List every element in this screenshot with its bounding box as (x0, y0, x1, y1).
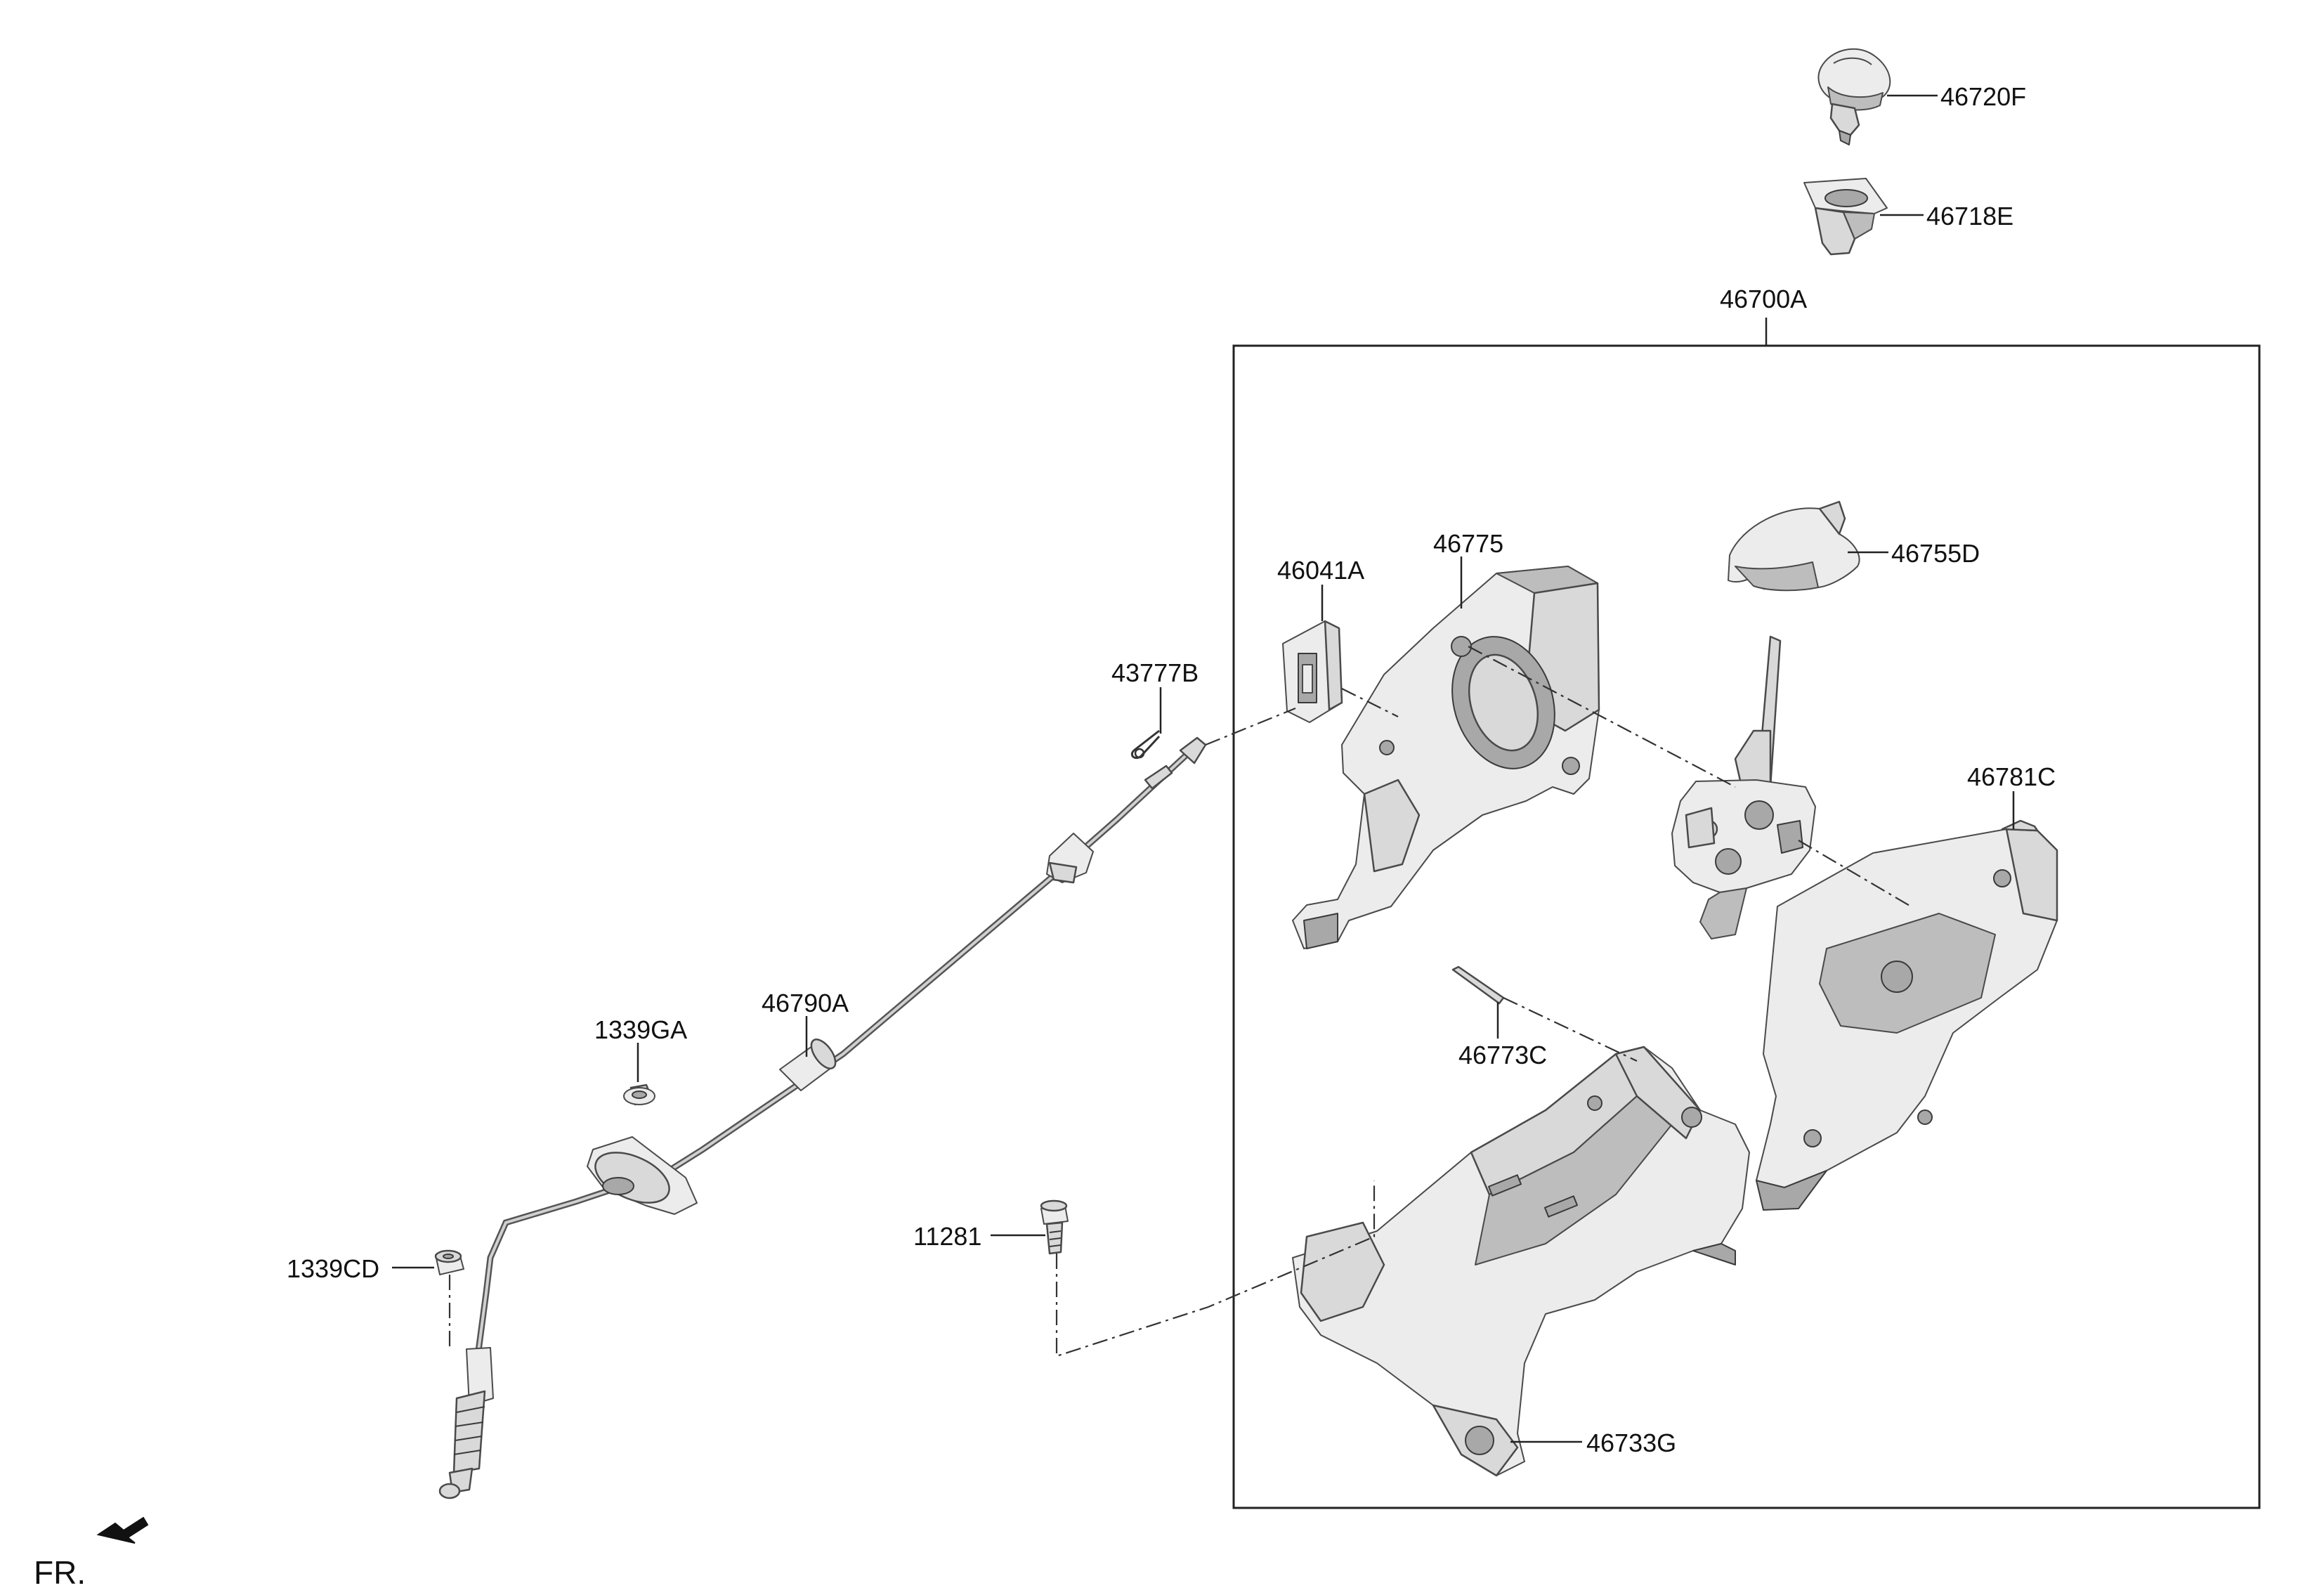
nut-1339cd-label[interactable]: 1339CD (287, 1254, 379, 1283)
clip-46041a-label[interactable]: 46041A (1277, 556, 1364, 585)
housing-46781c-part[interactable] (1756, 819, 2058, 1211)
pin-43777b-label[interactable]: 43777B (1111, 658, 1199, 687)
pin-43777b-part[interactable] (1130, 729, 1161, 760)
cable-46790a-label[interactable]: 46790A (762, 989, 849, 1017)
shift-cover-label[interactable]: 46755D (1891, 539, 1980, 568)
bolt-11281-label[interactable]: 11281 (913, 1222, 981, 1251)
shift-lever-mechanism[interactable] (1671, 635, 1816, 939)
grommet-1339ga-part[interactable] (623, 1083, 655, 1106)
knob-part[interactable] (1817, 48, 1891, 145)
front-arrow-icon (96, 1516, 149, 1544)
boot-cover-part[interactable] (1803, 178, 1888, 256)
cable-46790a-part[interactable] (438, 736, 1207, 1499)
bolt-11281-part[interactable] (1040, 1199, 1069, 1255)
nut-1339cd-part[interactable] (434, 1249, 464, 1275)
bracket-46775-part[interactable] (1292, 566, 1600, 949)
clip-46041a-part[interactable] (1282, 620, 1343, 723)
boot-cover-label[interactable]: 46718E (1926, 202, 2013, 230)
shift-cover-part[interactable] (1728, 500, 1860, 592)
bracket-46775-label[interactable]: 46775 (1433, 529, 1503, 558)
assembly-label[interactable]: 46700A (1720, 285, 1807, 313)
base-46733g-label[interactable]: 46733G (1586, 1428, 1676, 1457)
housing-46781c-label[interactable]: 46781C (1967, 762, 2056, 791)
assembly-dash-lines (448, 646, 1912, 1358)
base-46733g-part[interactable] (1292, 1046, 1750, 1477)
front-marker: FR. (34, 1516, 149, 1588)
assembly-frame (1232, 344, 2261, 1509)
rod-46773c-part[interactable] (1451, 965, 1505, 1005)
rod-46773c-label[interactable]: 46773C (1458, 1041, 1547, 1069)
front-marker-label: FR. (34, 1554, 86, 1588)
grommet-1339ga-label[interactable]: 1339GA (594, 1015, 687, 1044)
knob-label[interactable]: 46720F (1940, 82, 2026, 111)
